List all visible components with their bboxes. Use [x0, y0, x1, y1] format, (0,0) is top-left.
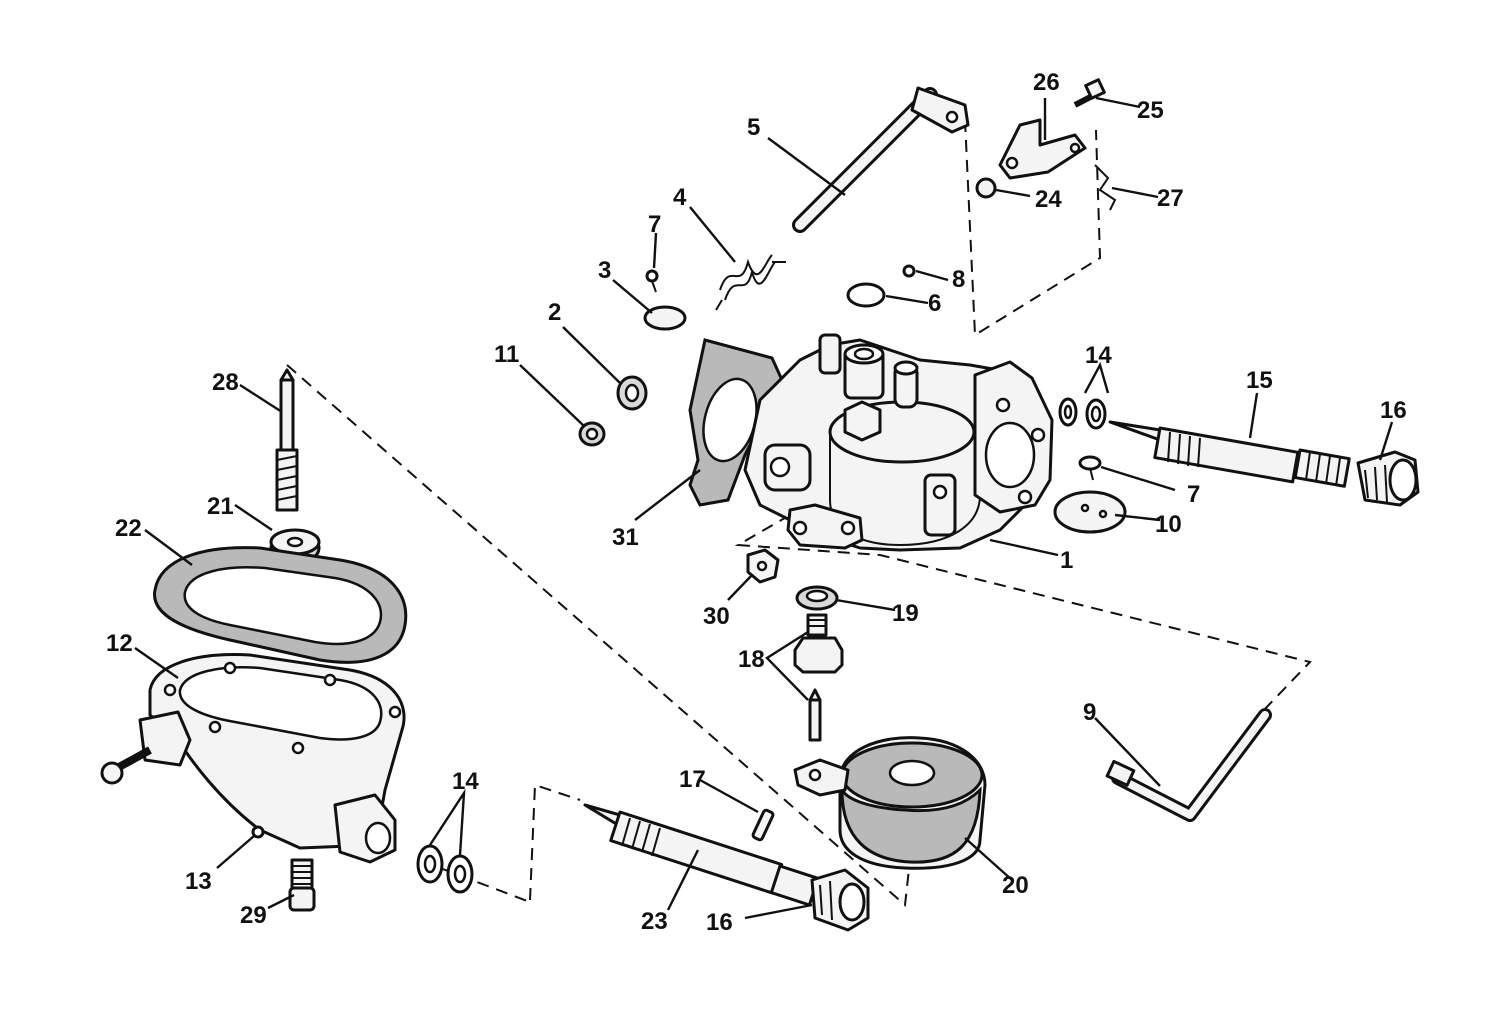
callout-5: 5: [747, 114, 760, 141]
callout-10: 10: [1155, 511, 1182, 538]
callout-4: 4: [673, 184, 687, 211]
low-speed-needle-part: [583, 803, 820, 907]
callout-23: 23: [641, 908, 668, 935]
callout-14-upper: 14: [1085, 342, 1112, 369]
callout-22: 22: [115, 515, 142, 542]
clip-part: [1094, 164, 1117, 211]
callout-14-lower: 14: [452, 768, 479, 795]
carburetor-body-part: [743, 333, 1054, 552]
callout-27: 27: [1157, 185, 1184, 212]
packing-nut-upper-part: [1356, 450, 1420, 507]
welch-plug-part: [846, 282, 886, 308]
spring-part: [715, 254, 786, 311]
idle-needle-part: [275, 368, 299, 512]
callout-29: 29: [240, 902, 267, 929]
callout-30: 30: [703, 603, 730, 630]
float-pin-part: [751, 808, 775, 842]
callout-31: 31: [612, 524, 639, 551]
callout-17: 17: [679, 766, 706, 793]
throttle-plate-part: [643, 305, 687, 331]
washer-pair-upper-part: [1058, 397, 1107, 430]
callout-12: 12: [106, 630, 133, 657]
check-ball-part: [251, 825, 265, 839]
callout-26: 26: [1033, 69, 1060, 96]
callout-18: 18: [738, 646, 765, 673]
hex-nut-part: [746, 548, 780, 584]
callout-15: 15: [1246, 367, 1273, 394]
washer-part: [975, 177, 997, 199]
callout-28: 28: [212, 369, 239, 396]
callout-8: 8: [952, 266, 965, 293]
throttle-shaft-part: [792, 86, 970, 233]
callout-2: 2: [548, 299, 561, 326]
bowl-gasket-part: [153, 546, 408, 664]
callout-25: 25: [1137, 97, 1164, 124]
choke-rod-part: [1105, 708, 1272, 822]
packing-nut-lower-part: [810, 868, 870, 932]
bracket-part: [998, 118, 1087, 180]
callout-labels: 1 2 3 4 5 6 7 7 8 9 10 11 12 13 14 14 15…: [106, 69, 1407, 936]
assembly-guide-lines: [286, 119, 1312, 908]
float-bowl-part: [100, 653, 406, 864]
callout-6: 6: [928, 290, 941, 317]
callout-19: 19: [892, 600, 919, 627]
shaft-bushing-part: [578, 421, 606, 447]
mounting-screw-part: [1078, 455, 1102, 481]
screw-part: [1073, 78, 1106, 108]
bowl-screw-part: [288, 858, 316, 912]
callout-13: 13: [185, 868, 212, 895]
plate-screw-part: [645, 269, 659, 293]
callout-3: 3: [598, 257, 611, 284]
callout-16-upper: 16: [1380, 397, 1407, 424]
callout-7-top: 7: [648, 211, 661, 238]
shaft-seal-part: [616, 375, 648, 411]
callout-1: 1: [1060, 547, 1073, 574]
flange-gasket-part: [688, 338, 784, 507]
callout-9: 9: [1083, 699, 1096, 726]
leader-lines: [134, 96, 1394, 920]
needle-and-seat-part: [793, 613, 844, 742]
callout-7-right: 7: [1187, 481, 1200, 508]
washer-pair-lower-part: [416, 844, 474, 894]
callout-16-lower: 16: [706, 909, 733, 936]
callout-11: 11: [494, 341, 519, 368]
callout-20: 20: [1002, 872, 1029, 899]
seat-gasket-part: [795, 585, 839, 611]
high-speed-needle-part: [1108, 420, 1351, 488]
choke-plate-part: [1053, 490, 1127, 534]
callout-24: 24: [1035, 186, 1062, 213]
callout-21: 21: [207, 493, 234, 520]
ball-part: [902, 264, 916, 278]
float-part: [793, 736, 987, 870]
